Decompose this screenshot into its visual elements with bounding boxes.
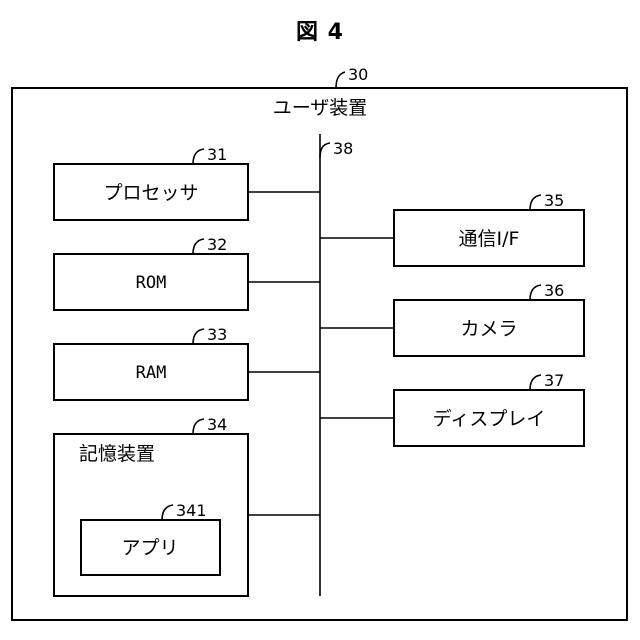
device-ref: 30: [348, 65, 368, 84]
ram-label: RAM: [136, 363, 167, 383]
bus-ref: 38: [333, 139, 353, 158]
processor-ref: 31: [207, 145, 227, 164]
camera-ref: 36: [544, 281, 564, 300]
display-ref: 37: [544, 371, 564, 390]
storage-ref: 34: [207, 415, 227, 434]
ram-ref: 33: [207, 325, 227, 344]
storage-label: 記憶装置: [79, 443, 155, 465]
rom-label: ROM: [136, 273, 167, 293]
app-label: アプリ: [121, 537, 178, 559]
camera-label: カメラ: [460, 318, 517, 340]
device-leader: [336, 72, 345, 88]
display-label: ディスプレイ: [433, 408, 546, 430]
app-ref: 341: [176, 501, 207, 520]
device-label: ユーザ装置: [273, 97, 368, 119]
processor-label: プロセッサ: [103, 182, 198, 204]
comm-if-ref: 35: [544, 191, 564, 210]
rom-ref: 32: [207, 235, 227, 254]
comm-if-label: 通信I/F: [459, 228, 520, 250]
